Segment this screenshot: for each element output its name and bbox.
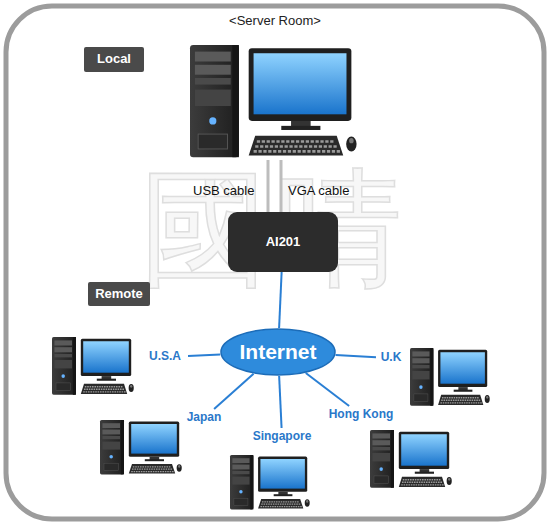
cable-label: USB cable [193, 183, 254, 198]
usb-cable-wire [267, 160, 270, 212]
node-text: Remote [95, 287, 143, 301]
node-text: Singapore [253, 430, 312, 443]
network-ellipse: Internet [220, 328, 336, 376]
site-label: Singapore [248, 428, 316, 446]
section-tag: Local [84, 47, 144, 72]
remote-computer [230, 455, 310, 509]
network-link [279, 376, 281, 428]
remote-computer [410, 348, 490, 406]
node-text: Internet [239, 340, 316, 363]
network-link [336, 355, 376, 357]
node-text: Local [97, 52, 131, 66]
ellipse-shape [221, 329, 335, 375]
node-text: U.S.A [149, 350, 181, 363]
local-computer [190, 45, 357, 157]
node-text: Hong Kong [329, 408, 394, 421]
remote-computer [52, 337, 134, 395]
node-text: U.K [381, 351, 402, 364]
section-tag: Remote [88, 282, 150, 306]
device-box: AI201 [228, 212, 338, 272]
site-label: U.K [376, 349, 406, 367]
remote-computer [100, 420, 182, 474]
vga-cable-wire [280, 160, 283, 212]
network-link [188, 355, 220, 356]
node-text: AI201 [266, 235, 301, 249]
node-text: Japan [187, 411, 222, 424]
site-label: Hong Kong [326, 406, 396, 424]
network-link [279, 272, 282, 328]
network-link [306, 373, 349, 406]
site-label: U.S.A [142, 348, 188, 366]
rounded-frame [6, 6, 544, 519]
site-label: Japan [182, 409, 226, 427]
cable-label: VGA cable [288, 183, 349, 198]
remote-computer [370, 430, 452, 488]
diagram-title: <Server Room> [0, 13, 550, 28]
network-link [214, 374, 253, 409]
